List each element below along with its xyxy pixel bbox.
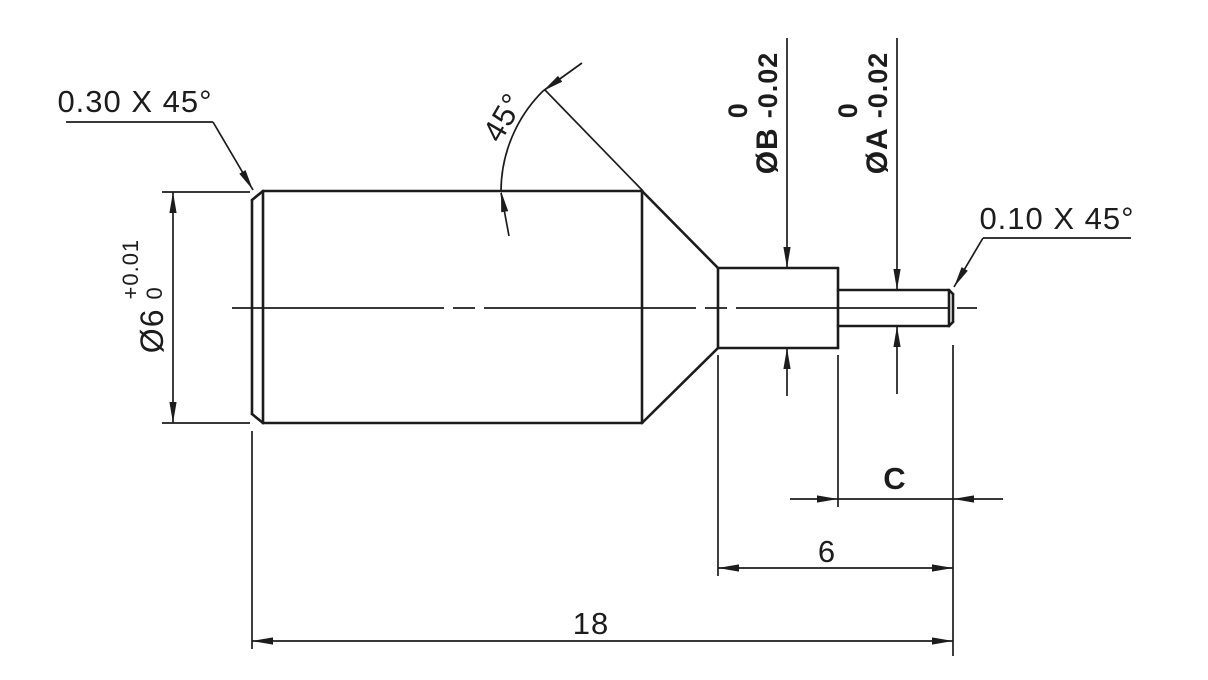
tolerance-lower: -0.02 xyxy=(862,51,893,119)
length-step-label: 6 xyxy=(817,533,837,569)
main-diameter-dimension: Ø6 +0.01 0 xyxy=(104,216,170,376)
diameter-b-dimension: ØB 0 -0.02 xyxy=(717,33,784,193)
left-chamfer-label: 0.30 X 45° xyxy=(57,83,213,119)
tolerance-upper: +0.01 xyxy=(117,238,143,300)
length-total-label: 18 xyxy=(572,605,610,641)
dimension-lines xyxy=(66,38,1131,656)
diameter-a-dimension: ØA 0 -0.02 xyxy=(827,33,894,193)
tolerance-lower: -0.02 xyxy=(752,51,783,119)
length-c-label: C xyxy=(883,460,907,496)
diameter-b-value: ØB xyxy=(751,127,784,175)
diameter-b-tolerance: 0 -0.02 xyxy=(723,52,783,119)
tolerance-upper: 0 xyxy=(722,102,753,119)
diameter-a-value: ØA xyxy=(861,127,894,175)
right-chamfer-label: 0.10 X 45° xyxy=(979,200,1135,236)
main-diameter-tolerance: +0.01 0 xyxy=(117,238,168,300)
diameter-a-tolerance: 0 -0.02 xyxy=(833,52,893,119)
tolerance-lower: 0 xyxy=(142,286,168,300)
part-outline xyxy=(250,189,955,425)
tolerance-upper: 0 xyxy=(832,102,863,119)
main-diameter-value: Ø6 xyxy=(134,308,170,354)
arrowheads xyxy=(169,75,974,645)
